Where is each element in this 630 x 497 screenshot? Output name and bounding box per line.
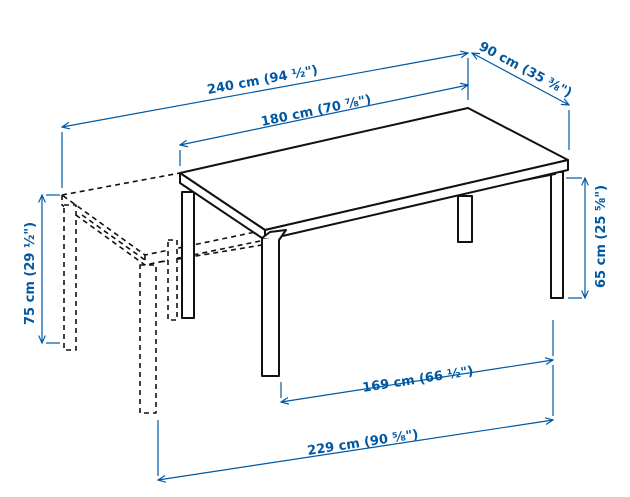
dim-label-table-height: 75 cm (29 ½") bbox=[23, 222, 38, 325]
dim-label-leg-height: 65 cm (25 ⅝") bbox=[594, 185, 609, 288]
table-solid bbox=[179, 107, 569, 377]
extension-leaf-dashed bbox=[61, 172, 266, 414]
dimension-lines bbox=[42, 53, 585, 480]
dim-label-extended-length: 240 cm (94 ½") bbox=[206, 63, 319, 98]
dim-label-base-leg-span: 169 cm (66 ½") bbox=[361, 364, 474, 396]
dim-label-base-length: 180 cm (70 ⅞") bbox=[260, 92, 373, 129]
dim-label-depth: 90 cm (35 ⅜") bbox=[476, 39, 574, 101]
dim-label-extended-leg-span: 229 cm (90 ⅝") bbox=[306, 427, 419, 459]
